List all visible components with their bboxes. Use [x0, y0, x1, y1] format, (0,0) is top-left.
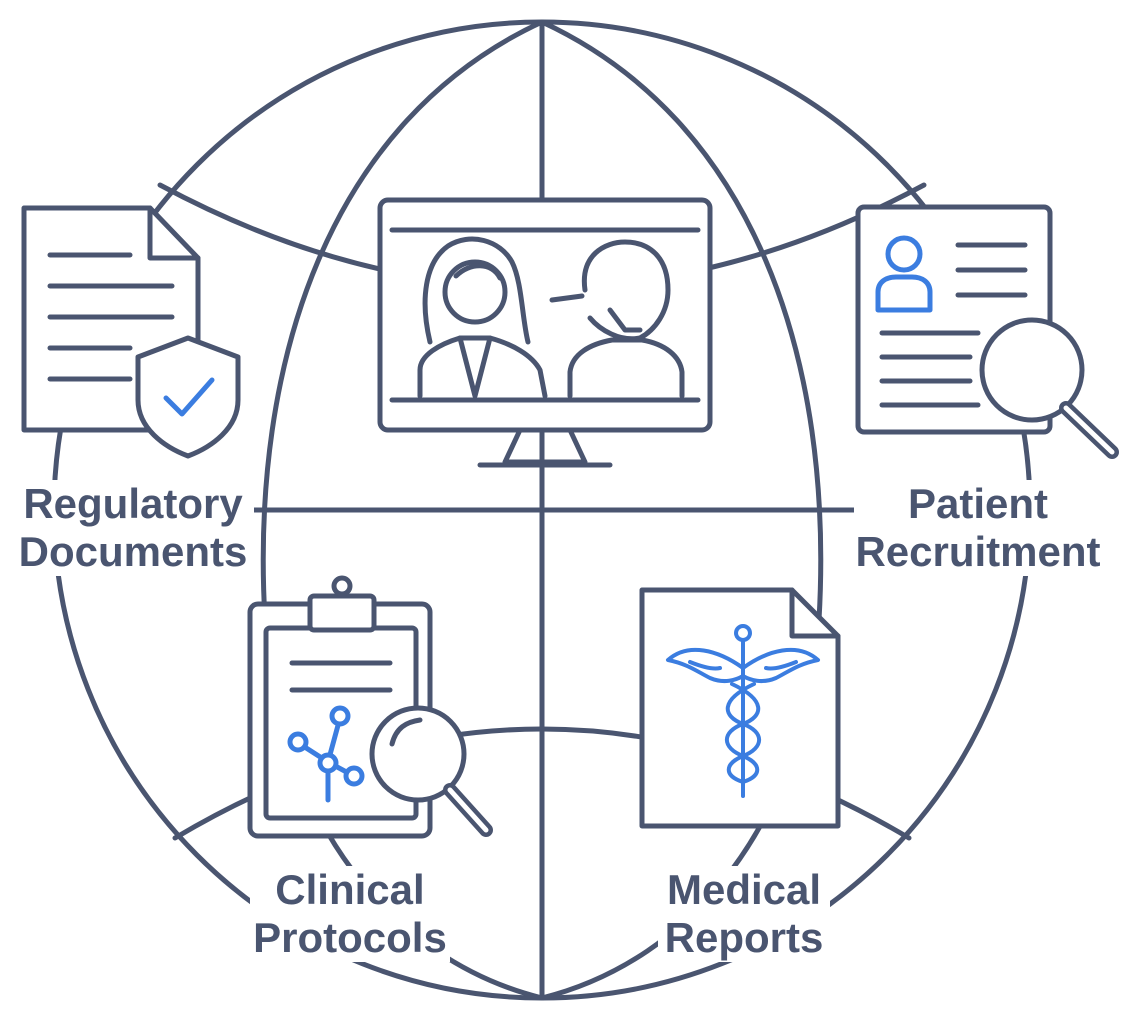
label-patient-recruitment: Patient Recruitment	[854, 480, 1102, 576]
label-regulatory-line1: Regulatory	[23, 480, 243, 527]
label-clinical-line1: Clinical	[275, 866, 425, 913]
caduceus-document-icon	[639, 587, 841, 829]
label-medical-line1: Medical	[666, 866, 822, 913]
clipboard-search-icon	[247, 575, 493, 839]
label-medical-line2: Reports	[664, 914, 824, 961]
label-regulatory-line2: Documents	[18, 528, 248, 575]
video-call-monitor-icon	[377, 197, 713, 468]
label-regulatory-documents: Regulatory Documents	[12, 480, 254, 576]
label-patient-line1: Patient	[907, 480, 1049, 527]
profile-search-document-icon	[855, 204, 1119, 459]
label-clinical-protocols: Clinical Protocols	[250, 866, 450, 962]
label-medical-reports: Medical Reports	[658, 866, 830, 962]
label-clinical-line2: Protocols	[253, 914, 447, 961]
label-patient-line2: Recruitment	[855, 528, 1101, 575]
shield-document-icon	[21, 205, 241, 459]
